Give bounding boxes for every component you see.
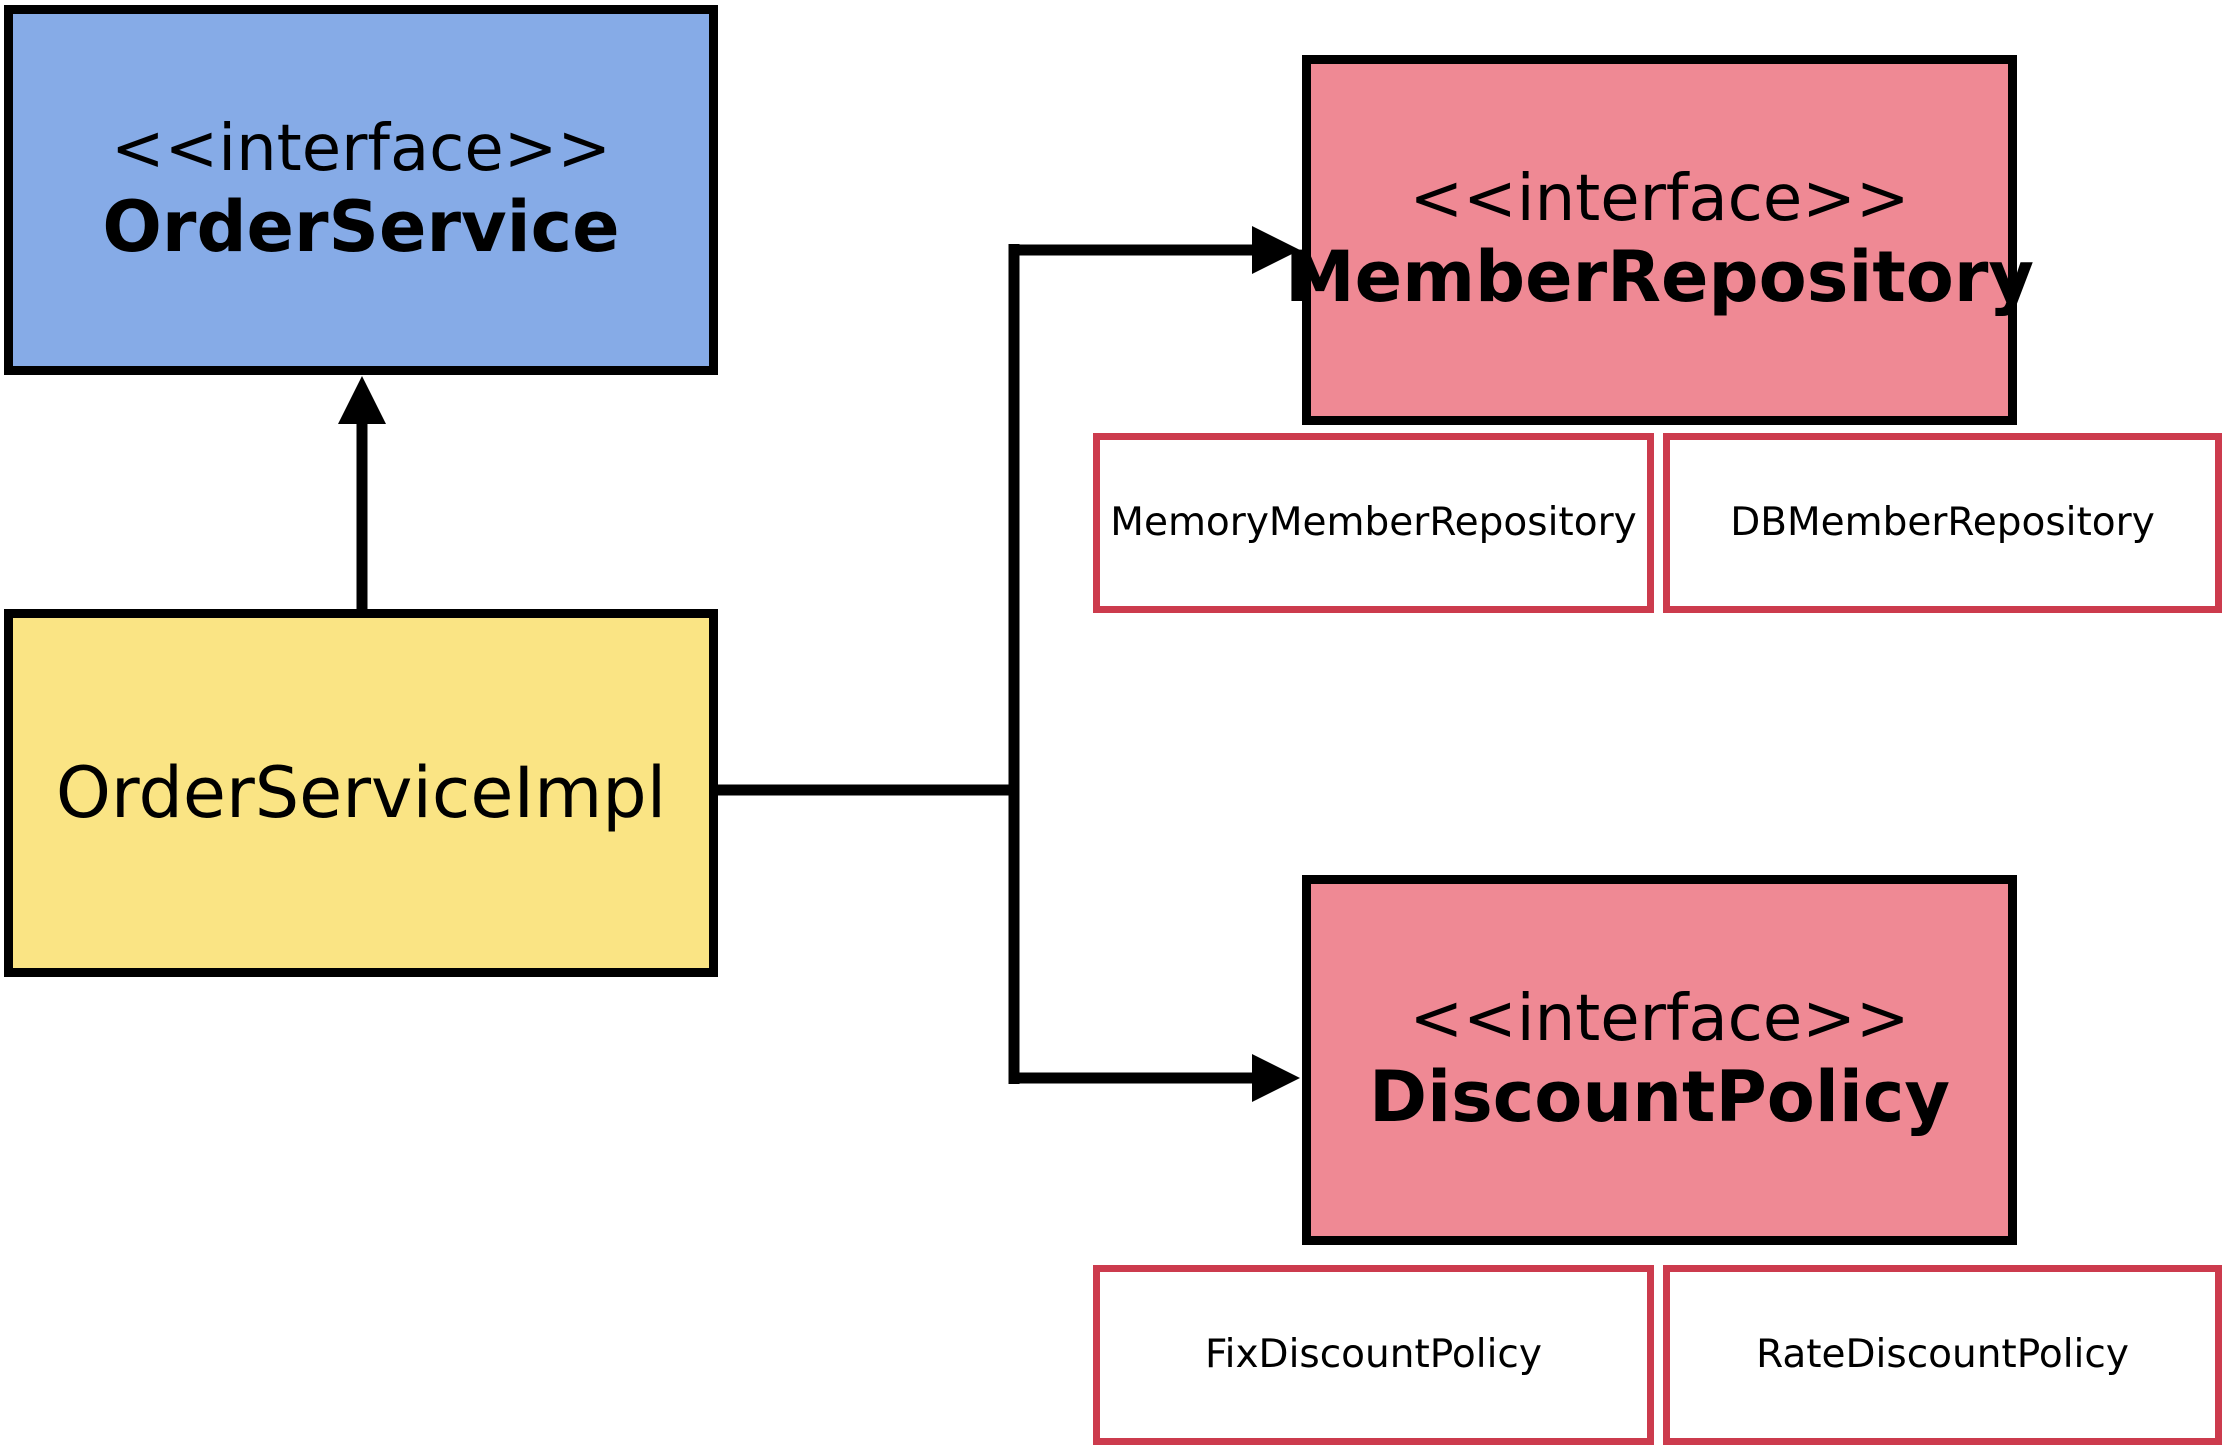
fix-discount-policy-name: FixDiscountPolicy — [1205, 1331, 1542, 1377]
member-repository-box: <<interface>> MemberRepository — [1285, 55, 2034, 425]
discount-policy-box: <<interface>> DiscountPolicy — [1302, 875, 2017, 1245]
db-member-repository-box: DBMemberRepository — [1663, 433, 2222, 613]
discount-policy-stereotype: <<interface>> — [1409, 981, 1910, 1056]
order-service-impl-name: OrderServiceImpl — [55, 751, 667, 834]
order-service-name: OrderService — [102, 185, 620, 268]
discount-policy-name: DiscountPolicy — [1369, 1055, 1950, 1138]
order-service-stereotype: <<interface>> — [111, 111, 611, 186]
db-member-repository-name: DBMemberRepository — [1730, 499, 2155, 545]
memory-member-repository-box: MemoryMemberRepository — [1093, 433, 1654, 613]
memory-member-repository-name: MemoryMemberRepository — [1110, 499, 1637, 545]
dependency-arrowhead-discount-policy — [1252, 1054, 1300, 1102]
dependency-arrowhead-member-repository — [1252, 226, 1300, 274]
member-repository-name: MemberRepository — [1284, 235, 2035, 318]
rate-discount-policy-name: RateDiscountPolicy — [1756, 1331, 2129, 1377]
realization-arrowhead — [338, 376, 386, 424]
order-service-impl-box: OrderServiceImpl — [4, 609, 718, 977]
member-repository-stereotype: <<interface>> — [1409, 161, 1910, 236]
fix-discount-policy-box: FixDiscountPolicy — [1093, 1265, 1654, 1445]
rate-discount-policy-box: RateDiscountPolicy — [1663, 1265, 2222, 1445]
order-service-box: <<interface>> OrderService — [4, 5, 718, 375]
